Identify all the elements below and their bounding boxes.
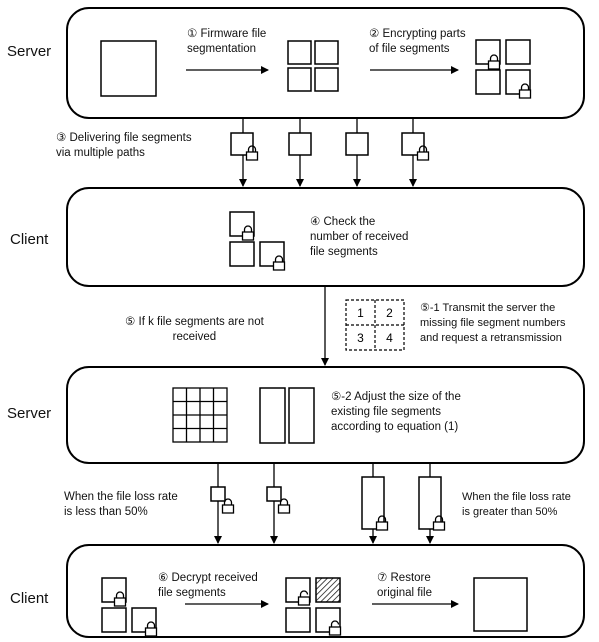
- large-segments-icon: [259, 387, 315, 444]
- encrypted-segments-icon: [101, 577, 158, 637]
- retransmission-paths: [214, 463, 434, 544]
- segment-number: 1: [357, 306, 364, 320]
- segment-number: 4: [386, 331, 393, 345]
- server-box-top: [66, 7, 585, 119]
- segment-number: 3: [357, 331, 364, 345]
- client-box-bottom: [66, 544, 585, 638]
- restored-file-icon: [473, 577, 528, 632]
- lock-icon: [221, 498, 235, 514]
- partially-encrypted-segments-icon: [475, 39, 532, 99]
- row-label-server: Server: [7, 405, 52, 422]
- decrypted-segments-icon: [285, 577, 342, 636]
- small-segments-grid-icon: [172, 387, 228, 443]
- missing-segment-grid: [345, 299, 405, 351]
- segment-in-transit: [230, 132, 425, 156]
- four-segments-icon: [287, 40, 339, 92]
- row-label-client: Client: [10, 231, 49, 248]
- small-segment-in-transit: [210, 486, 282, 502]
- large-segment-in-transit: [361, 476, 442, 530]
- segment-number: 2: [386, 306, 393, 320]
- delivery-paths: [239, 118, 417, 187]
- lock-icon: [277, 498, 291, 514]
- server-box-bottom: [66, 366, 585, 464]
- received-segments-icon: [229, 211, 286, 271]
- row-label-server: Server: [7, 43, 52, 60]
- original-file-icon: [100, 40, 157, 97]
- row-label-client: Client: [10, 590, 49, 607]
